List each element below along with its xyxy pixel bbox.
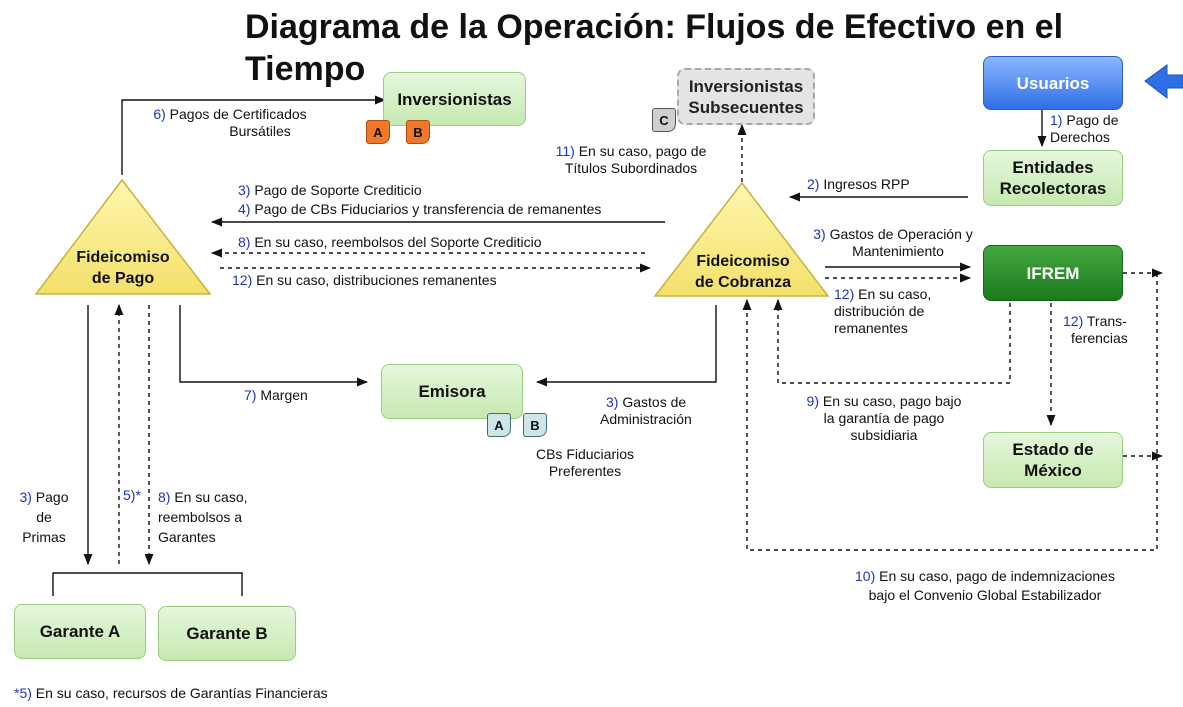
series-c-badge: C bbox=[652, 108, 676, 132]
label-distribuciones-remanentes: 12) En su caso, distribuciones remanente… bbox=[232, 272, 497, 288]
fid-pago-line2: de Pago bbox=[91, 270, 155, 287]
title-line-2: Tiempo bbox=[245, 50, 366, 88]
arrow-gastos-administracion bbox=[535, 305, 717, 387]
fid-cobranza-line1: Fideicomiso bbox=[696, 253, 790, 270]
inversionistas-subsecuentes-line1: Inversionistas bbox=[688, 76, 804, 96]
garante-a-box: Garante A bbox=[14, 604, 146, 659]
fid-pago-line1: Fideicomiso bbox=[76, 249, 170, 266]
fideicomiso-cobranza-label: Fideicomiso de Cobranza bbox=[676, 251, 810, 293]
ifrem-box: IFREM bbox=[983, 245, 1123, 301]
usuarios-box: Usuarios bbox=[983, 56, 1123, 110]
inversionistas-box: Inversionistas bbox=[383, 72, 526, 126]
label-pagos-certificados: 6) Pagos de Certificados Bursátiles bbox=[153, 106, 307, 139]
arrow-pagos-certificados bbox=[121, 95, 387, 175]
fideicomiso-pago-label: Fideicomiso de Pago bbox=[56, 247, 190, 289]
label-cbs-fiduciarios-preferentes: CBs Fiduciarios Preferentes bbox=[535, 446, 635, 479]
ifrem-label: IFREM bbox=[1026, 263, 1080, 283]
label-gastos-operacion: 3) Gastos de Operación y Mantenimiento bbox=[813, 226, 973, 259]
inversionistas-subsecuentes-line2: Subsecuentes bbox=[688, 97, 804, 117]
label-reembolsos-garantes: 8) En su caso, reembolsos a Garantes bbox=[158, 489, 248, 545]
garantes-bracket bbox=[52, 572, 243, 596]
footnote: *5) En su caso, recursos de Garantías Fi… bbox=[14, 685, 328, 701]
label-titulos-subordinados: 11) En su caso, pago de Títulos Subordin… bbox=[555, 143, 707, 176]
title-line-1: Diagrama de la Operación: Flujos de Efec… bbox=[245, 8, 1064, 46]
fid-cobranza-line2: de Cobranza bbox=[694, 274, 791, 291]
emisora-series-a-badge: A bbox=[487, 413, 511, 437]
inversionistas-subsecuentes-box: Inversionistas Subsecuentes bbox=[677, 68, 815, 125]
fideicomiso-pago-triangle bbox=[34, 178, 212, 295]
label-gastos-administracion: 3) Gastos de Administración bbox=[600, 394, 692, 427]
page-title: Diagrama de la Operación: Flujos de Efec… bbox=[245, 6, 1063, 90]
label-reembolsos-soporte: 8) En su caso, reembolsos del Soporte Cr… bbox=[238, 234, 542, 250]
estado-mexico-box: Estado de México bbox=[983, 432, 1123, 488]
garante-a-label: Garante A bbox=[39, 622, 121, 641]
entidades-recolectoras-box: Entidades Recolectoras bbox=[983, 150, 1123, 206]
garante-b-label: Garante B bbox=[186, 624, 268, 643]
label-garantias-financieras: 5)* bbox=[123, 487, 141, 503]
fideicomiso-cobranza-triangle bbox=[653, 181, 830, 297]
label-pago-cbs-fiduciarios: 4) Pago de CBs Fiduciarios y transferenc… bbox=[238, 201, 602, 217]
label-distribucion-remanentes: 12) En su caso, distribución de remanent… bbox=[834, 286, 932, 336]
series-b-badge: B bbox=[406, 120, 430, 144]
arrow-garantia-subsidiaria bbox=[773, 298, 1011, 384]
estado-line1: Estado de bbox=[1012, 440, 1094, 459]
emisora-series-b-badge: B bbox=[523, 413, 547, 437]
label-convenio-global: 10) En su caso, pago de indemnizaciones … bbox=[855, 568, 1115, 603]
label-pago-soporte-crediticio: 3) Pago de Soporte Crediticio bbox=[238, 182, 422, 198]
label-pago-primas: 3) Pago de Primas bbox=[19, 489, 69, 545]
label-margen: 7) Margen bbox=[244, 387, 308, 403]
emisora-label: Emisora bbox=[418, 382, 486, 401]
arrow-margen bbox=[179, 305, 369, 387]
label-transferencias: 12) Trans- ferencias bbox=[1063, 313, 1128, 346]
entidades-line1: Entidades bbox=[1012, 158, 1094, 177]
entidades-line2: Recolectoras bbox=[999, 179, 1107, 198]
garante-b-box: Garante B bbox=[158, 606, 296, 661]
inversionistas-label: Inversionistas bbox=[397, 89, 512, 109]
emisora-box: Emisora bbox=[381, 364, 523, 419]
estado-line2: México bbox=[1024, 461, 1082, 480]
arrow-convenio-global bbox=[742, 273, 1158, 551]
label-ingresos-rpp: 2) Ingresos RPP bbox=[807, 176, 910, 192]
series-a-badge: A bbox=[366, 120, 390, 144]
usuarios-label: Usuarios bbox=[1016, 73, 1090, 93]
input-arrow-icon bbox=[1144, 64, 1183, 100]
label-pago-derechos: 1) Pago de Derechos bbox=[1050, 112, 1119, 145]
label-garantia-subsidiaria: 9) En su caso, pago bajo la garantía de … bbox=[806, 393, 962, 443]
